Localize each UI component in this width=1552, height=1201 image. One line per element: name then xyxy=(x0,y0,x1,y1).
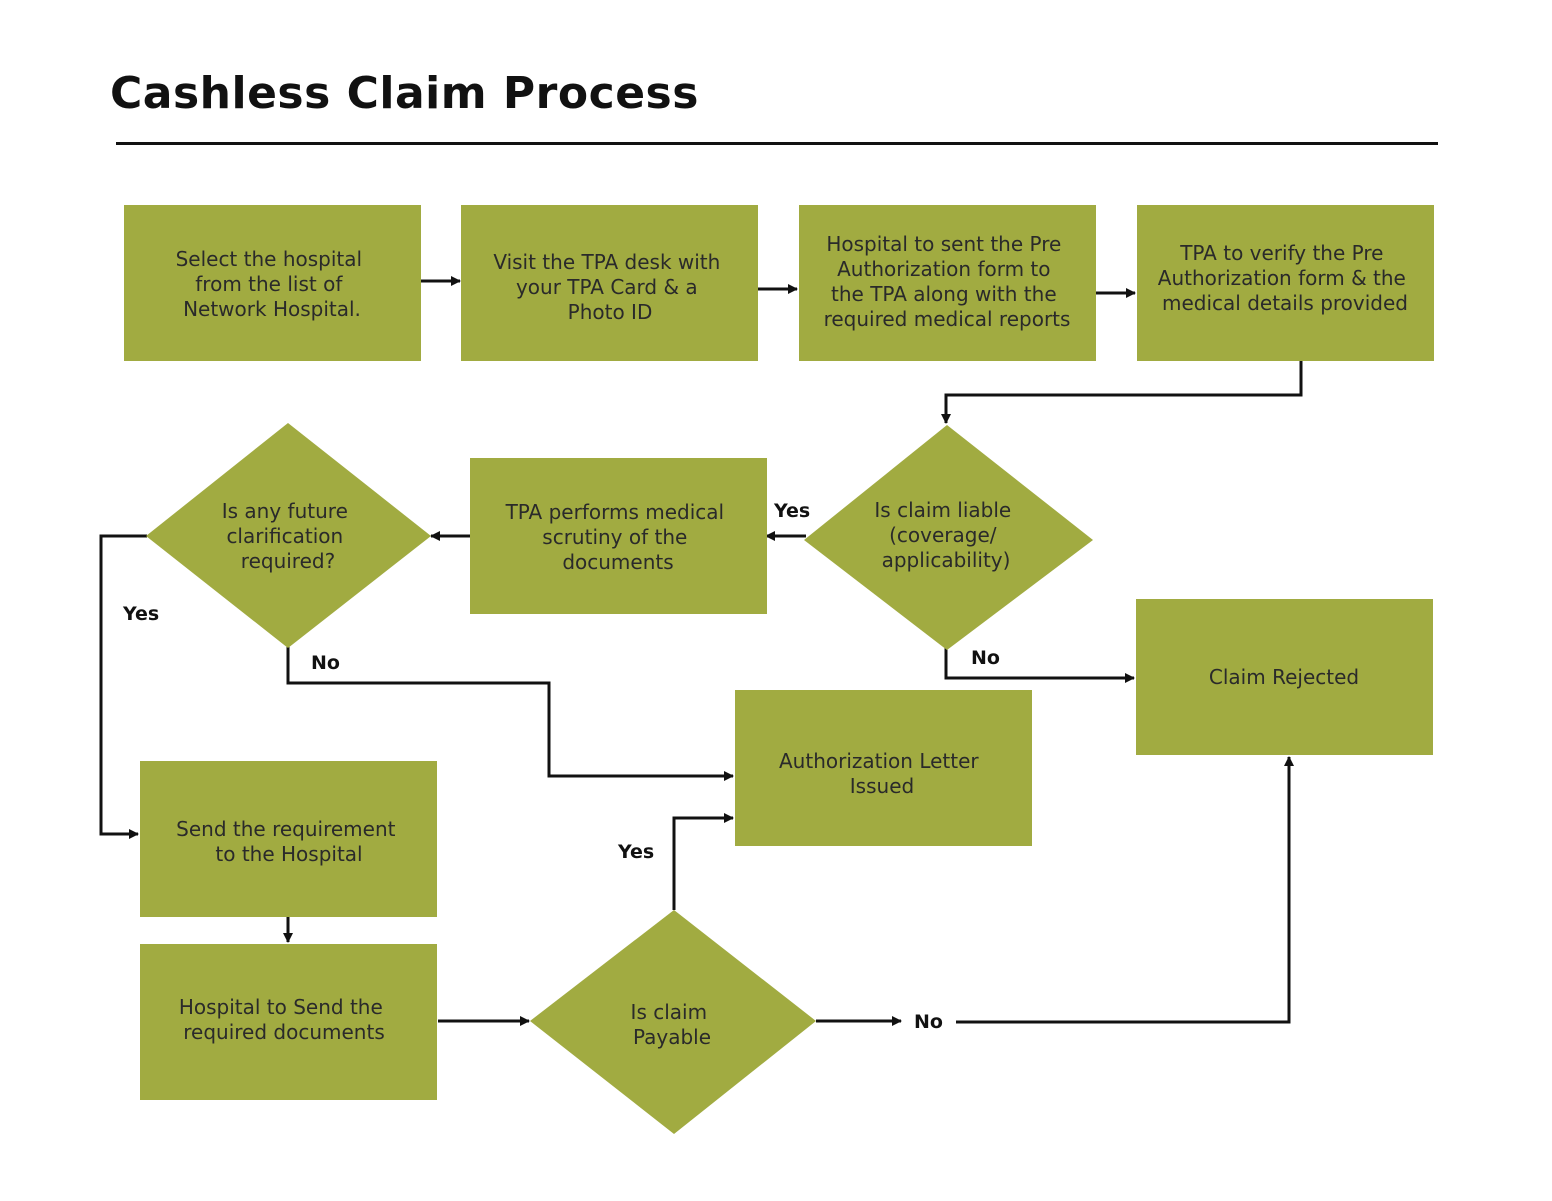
label-payable-yes: Yes xyxy=(617,841,654,863)
svg-text:TPA performs medical scr: TPA performs medical scrutiny of the doc… xyxy=(505,500,731,574)
svg-text:Authorization Letter Iss: Authorization Letter Issued xyxy=(779,749,985,798)
decision-clarification: Is any future clarification required? xyxy=(146,423,431,648)
arrow-payable-yes-to-authorization xyxy=(672,813,734,910)
decision-claim-liable: Is claim liable (coverage/ applicability… xyxy=(804,425,1093,650)
node-tpa-verify: TPA to verify the Pre Authorization form… xyxy=(1137,205,1434,361)
svg-text:Hospital to sent the Pre: Hospital to sent the Pre Authorization f… xyxy=(824,232,1071,331)
svg-text:Send the requirement to: Send the requirement to the Hospital xyxy=(176,817,402,866)
node-hospital-send-docs: Hospital to Send the required documents xyxy=(140,944,437,1100)
arrow-liable-no-to-rejected xyxy=(944,648,1135,683)
svg-text:Is any future clarificat: Is any future clarification required? xyxy=(222,499,354,573)
label-payable-no: No xyxy=(914,1011,943,1033)
decision-claim-payable: Is claim Payable xyxy=(530,910,816,1134)
node-visit-tpa: Visit the TPA desk with your TPA Card & … xyxy=(461,205,758,361)
svg-text:Is claim Payable: Is claim Payable xyxy=(631,1000,714,1049)
node-send-requirement: Send the requirement to the Hospital xyxy=(140,761,437,917)
node-select-hospital: Select the hospital from the list of Net… xyxy=(124,205,421,361)
label-clarification-no: No xyxy=(311,652,340,674)
label-liable-no: No xyxy=(971,647,1000,669)
arrow-no-to-rejected xyxy=(956,756,1294,1024)
arrow-clarification-yes-to-requirement xyxy=(99,534,147,839)
page-title: Cashless Claim Process xyxy=(110,68,699,119)
svg-text:Select the hospital from: Select the hospital from the list of Net… xyxy=(176,247,369,321)
svg-text:Claim Rejected: Claim Rejected xyxy=(1209,665,1359,689)
svg-text:Is claim liable (coverag: Is claim liable (coverage/ applicability… xyxy=(874,498,1017,572)
arrow-clarification-no-to-authorization xyxy=(286,646,734,781)
label-clarification-yes: Yes xyxy=(122,603,159,625)
label-liable-yes: Yes xyxy=(773,500,810,522)
connectors xyxy=(99,276,1303,1026)
svg-text:Hospital to Send the req: Hospital to Send the required documents xyxy=(179,995,389,1044)
arrow-verify-to-liable xyxy=(941,361,1303,424)
title-divider xyxy=(116,142,1438,145)
svg-text:Visit the TPA desk with: Visit the TPA desk with your TPA Card & … xyxy=(493,250,726,324)
node-authorization-letter: Authorization Letter Issued xyxy=(735,690,1032,846)
node-claim-rejected: Claim Rejected xyxy=(1136,599,1433,755)
svg-text:TPA to verify the Pre Au: TPA to verify the Pre Authorization form… xyxy=(1158,241,1412,315)
node-medical-scrutiny: TPA performs medical scrutiny of the doc… xyxy=(470,458,767,614)
node-hospital-sends-form: Hospital to sent the Pre Authorization f… xyxy=(799,205,1096,361)
